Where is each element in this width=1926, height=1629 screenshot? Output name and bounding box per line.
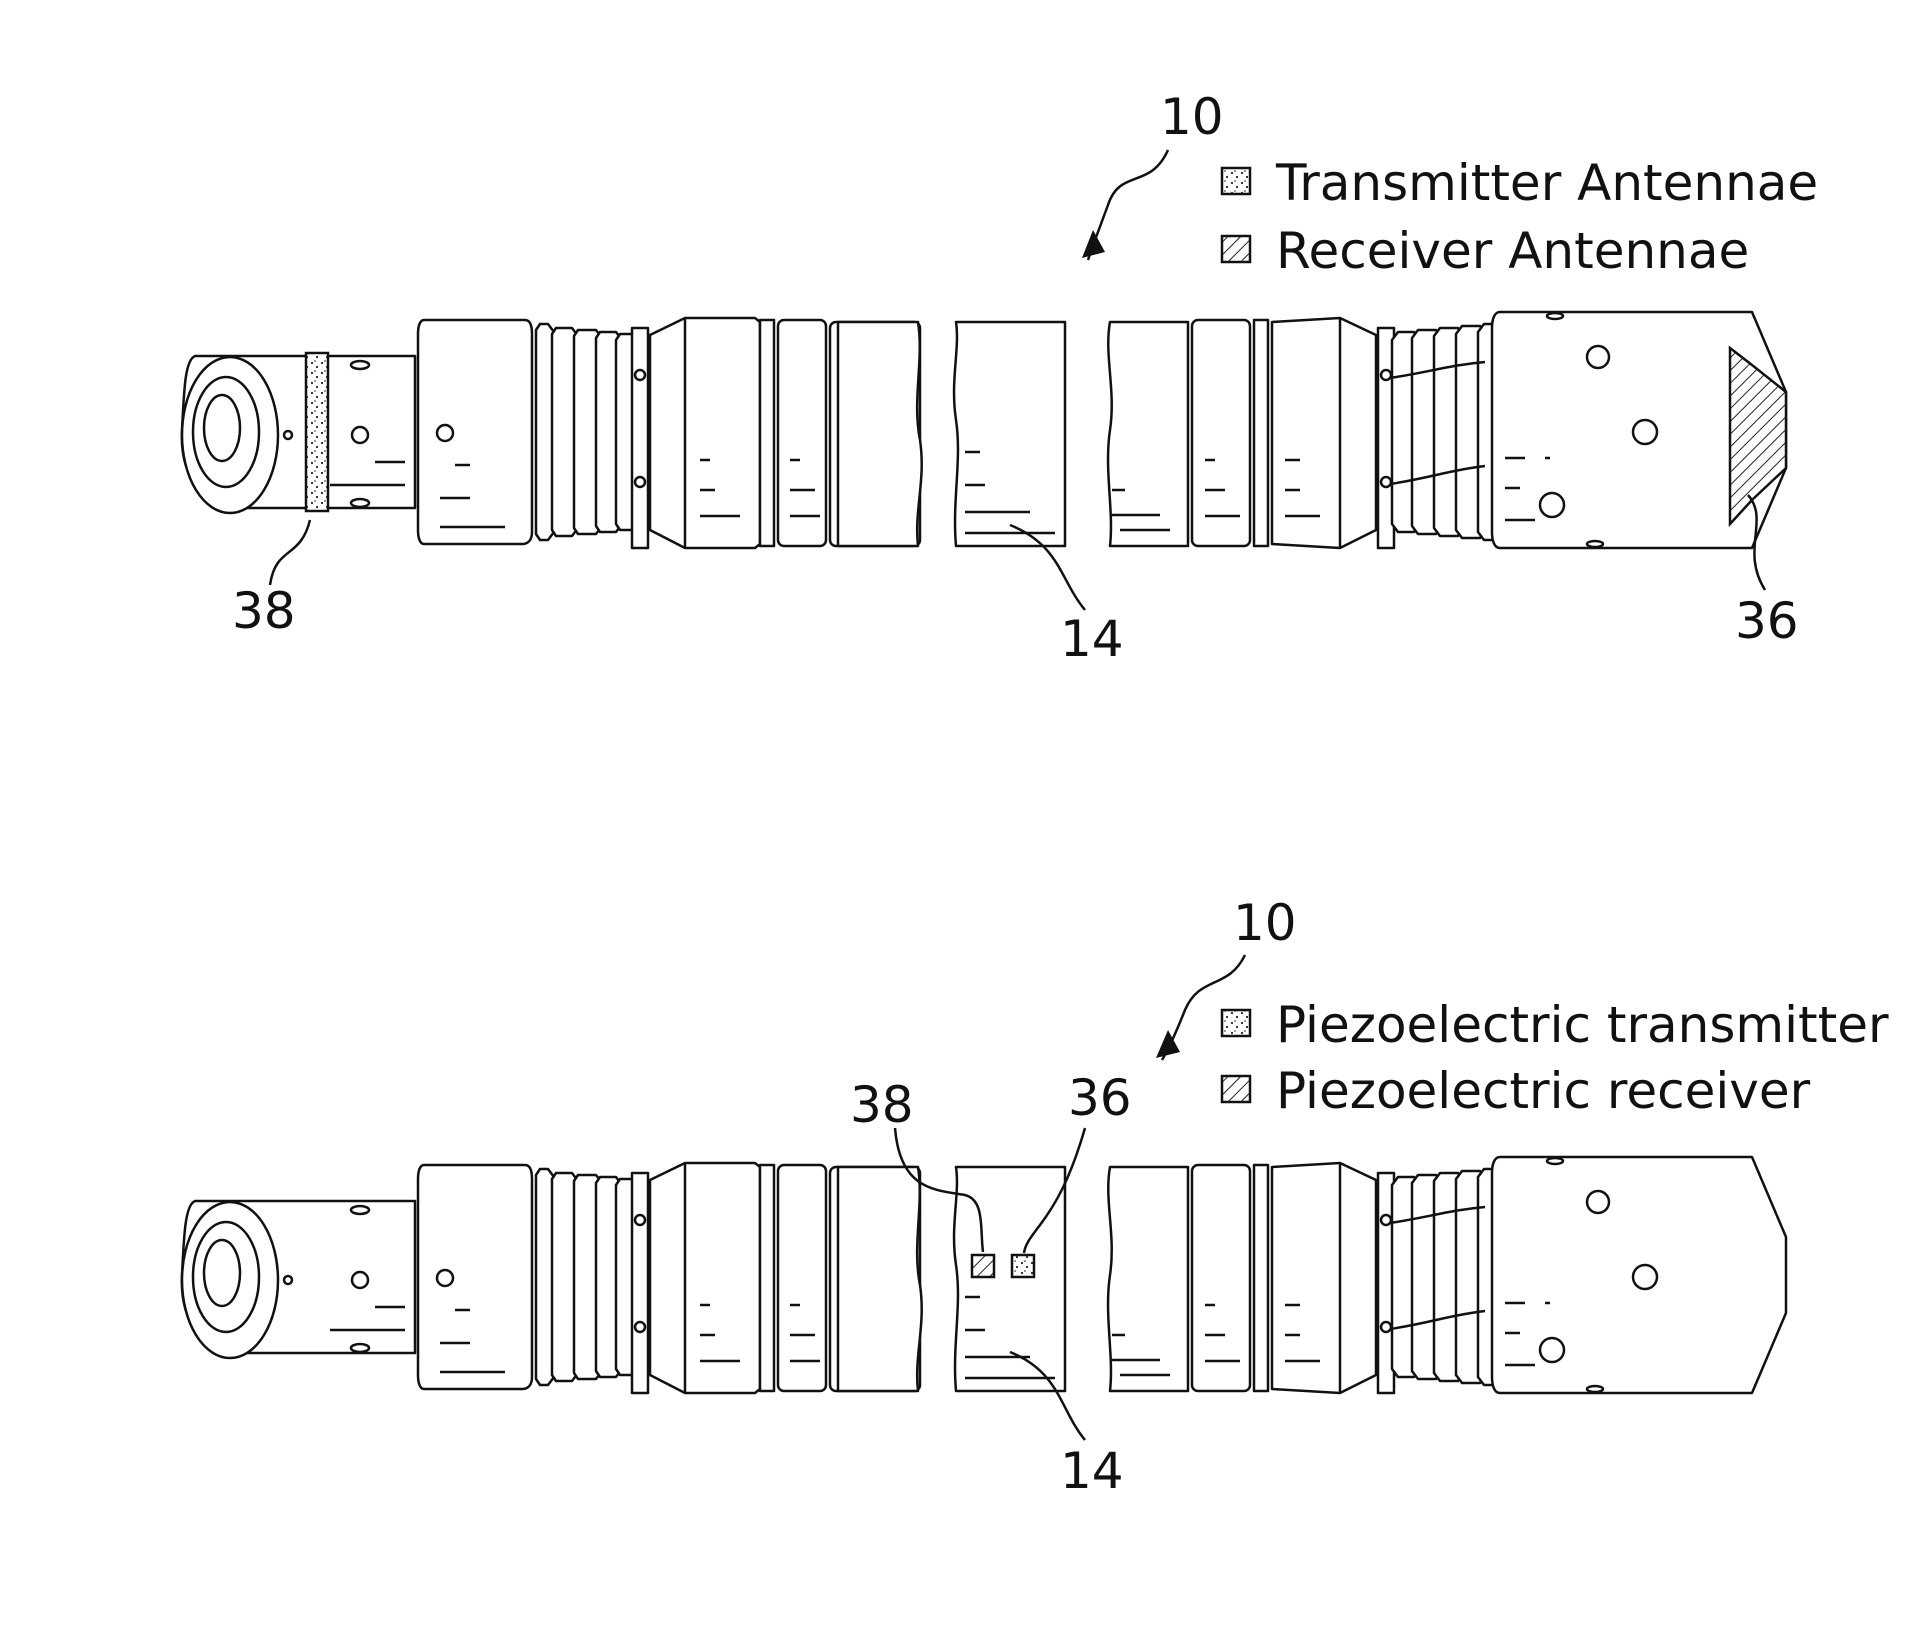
collar <box>418 1165 532 1389</box>
ring <box>760 320 774 546</box>
section-break-left <box>838 322 922 546</box>
taper-sleeve <box>650 318 760 548</box>
ring <box>760 1165 774 1391</box>
legend-stipple-swatch <box>1222 1010 1250 1036</box>
clip-ring <box>632 1173 648 1393</box>
ref-receiver-label: 36 <box>1735 592 1799 650</box>
ref-tool-arrowhead <box>1082 230 1105 258</box>
legend-transmitter-text: Transmitter Antennae <box>1275 154 1818 212</box>
legend-transmitter-text: Piezoelectric transmitter <box>1276 996 1889 1054</box>
ring <box>1192 1165 1250 1391</box>
legend-receiver-text: Receiver Antennae <box>1276 222 1749 280</box>
ring <box>778 1165 826 1391</box>
transmitter-antenna-band <box>306 353 328 511</box>
ref-transmitter-label: 38 <box>850 1076 914 1134</box>
ring <box>1254 320 1268 546</box>
ref-section-label: 14 <box>1060 610 1124 668</box>
ring <box>778 320 826 546</box>
ref-receiver-label: 36 <box>1068 1069 1132 1127</box>
bit-body <box>1492 1157 1786 1393</box>
pin-bore-outer <box>182 1202 278 1358</box>
ref-tool-label: 10 <box>1160 88 1224 146</box>
tool-body <box>182 312 1786 548</box>
section-break-right <box>1108 1167 1188 1391</box>
legend-hatch-swatch <box>1222 1076 1250 1102</box>
ref-transmitter-leader <box>270 520 310 585</box>
section-break-left <box>838 1167 922 1391</box>
legend-hatch-swatch <box>1222 236 1250 262</box>
ref-tool-arrowhead <box>1156 1030 1180 1058</box>
legend-stipple-swatch <box>1222 168 1250 194</box>
piezo-transmitter-square <box>1012 1255 1034 1277</box>
ring <box>1192 320 1250 546</box>
ref-section-label: 14 <box>1060 1442 1124 1500</box>
taper-sleeve <box>1272 1163 1376 1393</box>
legend: Piezoelectric transmitter Piezoelectric … <box>1222 996 1889 1120</box>
collar <box>418 320 532 544</box>
piezo-receiver-square <box>972 1255 994 1277</box>
taper-sleeve <box>650 1163 760 1393</box>
legend: Transmitter Antennae Receiver Antennae <box>1222 154 1818 280</box>
figure-top: 10 38 14 36 Transmitter Antennae Receive… <box>182 88 1818 668</box>
legend-receiver-text: Piezoelectric receiver <box>1276 1062 1811 1120</box>
section-break-right <box>1108 322 1188 546</box>
figure-bottom: 10 38 36 14 Piezoelectric transmitter Pi… <box>182 894 1889 1500</box>
taper-sleeve <box>1272 318 1376 548</box>
ref-tool-label: 10 <box>1233 894 1297 952</box>
pin-bore-outer <box>182 357 278 513</box>
ref-transmitter-label: 38 <box>232 582 296 640</box>
ring <box>1254 1165 1268 1391</box>
clip-ring <box>632 328 648 548</box>
